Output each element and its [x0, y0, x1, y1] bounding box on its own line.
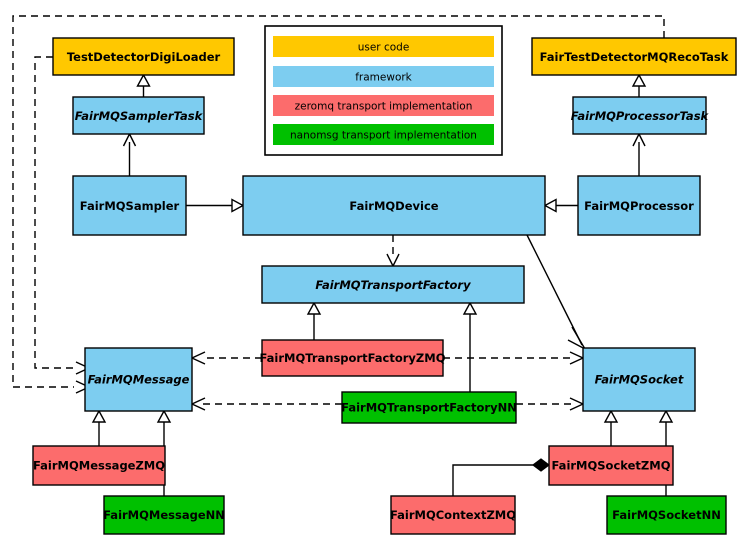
node-label: FairMQMessage: [88, 373, 190, 387]
node-fairmq-transport-factory-zmq[interactable]: FairMQTransportFactoryZMQ: [259, 339, 446, 377]
arrowhead-hollow-device-left: [231, 198, 245, 213]
node-box[interactable]: [577, 175, 701, 236]
node-fairmq-sampler-task[interactable]: FairMQSamplerTask: [72, 96, 205, 135]
node-label: FairMQContextZMQ: [390, 508, 516, 522]
edge-device-to-socket: [526, 234, 583, 346]
node-fairmq-sampler[interactable]: FairMQSampler: [72, 175, 187, 236]
node-label: FairMQTransportFactory: [315, 278, 471, 292]
legend-item-user-code: user code: [273, 36, 494, 57]
node-fairmq-processor-task[interactable]: FairMQProcessorTask: [571, 96, 710, 135]
node-label: FairMQSampler: [80, 199, 180, 213]
node-box[interactable]: [390, 495, 516, 535]
node-box[interactable]: [548, 445, 674, 486]
legend-label-nanomsg: nanomsg transport implementation: [290, 130, 477, 142]
node-box[interactable]: [261, 339, 444, 377]
node-layer: TestDetectorDigiLoader FairMQSamplerTask…: [32, 37, 737, 535]
node-label: FairMQTransportFactoryNN: [341, 401, 517, 415]
node-label: FairMQSocket: [595, 373, 684, 387]
node-box[interactable]: [261, 265, 525, 304]
node-label: FairMQSamplerTask: [75, 109, 204, 123]
legend: user code framework zeromq transport imp…: [264, 25, 503, 156]
edge-contextzmq-to-socketzmq: [452, 464, 533, 496]
legend-swatch-nanomsg: [273, 124, 494, 145]
legend-label-user-code: user code: [358, 42, 410, 54]
arrowhead-hollow-recotask: [631, 73, 647, 87]
legend-item-zeromq: zeromq transport implementation: [273, 95, 494, 116]
legend-item-nanomsg: nanomsg transport implementation: [273, 124, 494, 145]
node-box[interactable]: [572, 96, 707, 135]
node-fairmq-message-nn[interactable]: FairMQMessageNN: [103, 495, 225, 535]
node-box[interactable]: [582, 347, 696, 412]
node-label: TestDetectorDigiLoader: [67, 50, 221, 64]
node-fairmq-transport-factory[interactable]: FairMQTransportFactory: [261, 265, 525, 304]
node-label: FairMQSocketNN: [612, 508, 721, 522]
node-fairmq-socket-zmq[interactable]: FairMQSocketZMQ: [548, 445, 674, 486]
node-box[interactable]: [341, 391, 517, 424]
node-fairmq-processor[interactable]: FairMQProcessor: [577, 175, 701, 236]
legend-label-framework: framework: [355, 72, 412, 84]
node-box[interactable]: [606, 495, 727, 535]
arrowhead-hollow-factory-left: [306, 301, 322, 315]
node-test-detector-digi-loader[interactable]: TestDetectorDigiLoader: [52, 37, 235, 76]
node-label: FairMQDevice: [349, 199, 438, 213]
node-box[interactable]: [531, 37, 737, 76]
node-label: FairMQProcessorTask: [571, 109, 710, 123]
node-box[interactable]: [32, 445, 166, 486]
node-label: FairMQMessageZMQ: [33, 459, 165, 473]
legend-item-framework: framework: [273, 66, 494, 87]
node-box[interactable]: [103, 495, 225, 535]
arrowhead-hollow-socket-right: [658, 409, 674, 423]
node-label: FairMQSocketZMQ: [552, 459, 671, 473]
node-label: FairMQMessageNN: [103, 508, 225, 522]
arrowhead-hollow-message-left: [91, 409, 107, 423]
arrowhead-hollow-message-right: [156, 409, 172, 423]
node-fairmq-socket[interactable]: FairMQSocket: [582, 347, 696, 412]
edge-recotask-to-message: [12, 15, 665, 388]
legend-label-zeromq: zeromq transport implementation: [295, 101, 473, 113]
node-label: FairMQTransportFactoryZMQ: [259, 351, 445, 365]
arrowhead-hollow-socket-left: [603, 409, 619, 423]
node-fairmq-socket-nn[interactable]: FairMQSocketNN: [606, 495, 727, 535]
arrowhead-hollow-factory-right: [462, 301, 478, 315]
node-fairmq-message-zmq[interactable]: FairMQMessageZMQ: [32, 445, 166, 486]
legend-swatch-framework: [273, 66, 494, 87]
arrowhead-hollow-device-right: [543, 198, 557, 213]
node-fairmq-message[interactable]: FairMQMessage: [84, 347, 193, 412]
node-box[interactable]: [72, 175, 187, 236]
arrowhead-hollow-digiloader: [136, 73, 151, 87]
legend-swatch-user-code: [273, 36, 494, 57]
node-label: FairTestDetectorMQRecoTask: [540, 50, 729, 64]
legend-swatch-zeromq: [273, 95, 494, 116]
node-fairmq-transport-factory-nn[interactable]: FairMQTransportFactoryNN: [341, 391, 517, 424]
node-box[interactable]: [84, 347, 193, 412]
node-fair-test-detector-mq-reco-task[interactable]: FairTestDetectorMQRecoTask: [531, 37, 737, 76]
node-box[interactable]: [242, 175, 546, 236]
node-fairmq-context-zmq[interactable]: FairMQContextZMQ: [390, 495, 516, 535]
node-label: FairMQProcessor: [584, 199, 694, 213]
node-fairmq-device[interactable]: FairMQDevice: [242, 175, 546, 236]
node-box[interactable]: [72, 96, 205, 135]
edge-digiloader-to-message: [34, 56, 74, 369]
node-box[interactable]: [52, 37, 235, 76]
